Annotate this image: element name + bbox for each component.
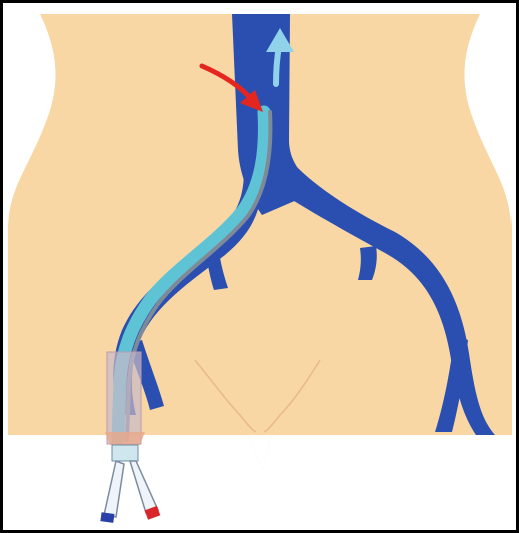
skin-puncture-mark: [105, 432, 145, 445]
port-blue: [100, 512, 114, 523]
introducer-sheath: [107, 352, 141, 444]
